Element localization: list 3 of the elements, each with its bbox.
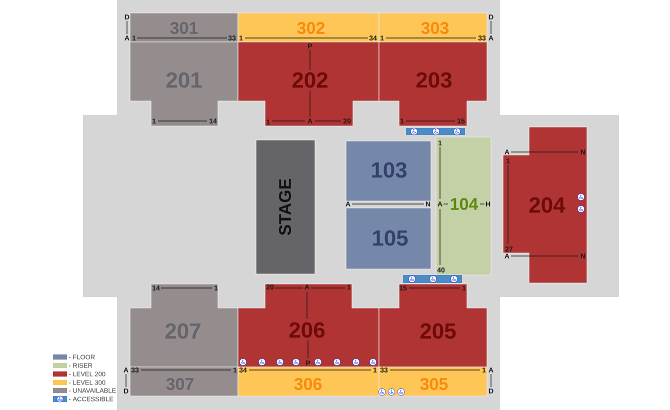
seating-section: 105 — [346, 208, 432, 270]
seating-section: 103 — [346, 140, 432, 202]
stage-block: STAGE — [256, 140, 316, 274]
